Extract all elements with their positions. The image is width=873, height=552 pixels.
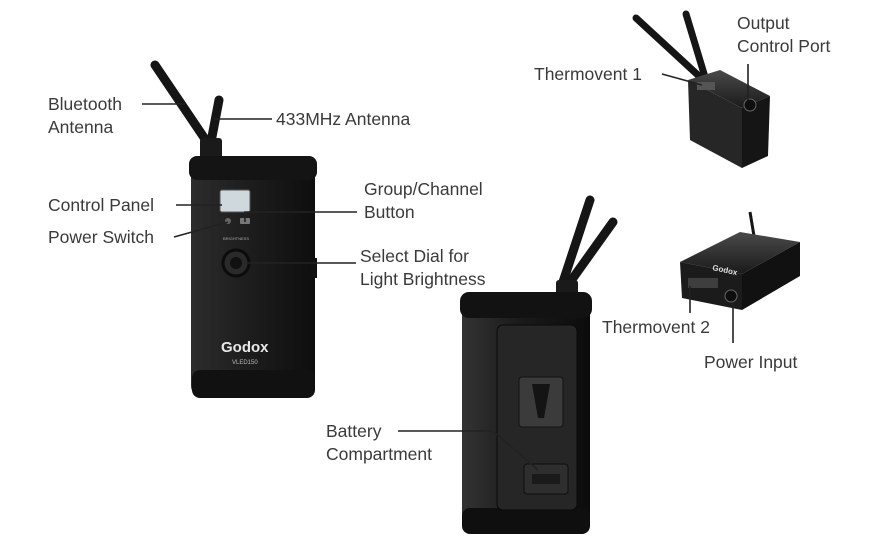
back-unit [460,195,618,534]
power-input-port [724,289,738,303]
antenna-433-rod [206,95,224,147]
rm-unit-side [742,242,800,310]
label-control-panel: Control Panel [48,195,155,215]
output-control-port [743,98,757,112]
thermovent-2 [688,278,718,288]
label-433mhz-antenna: 433MHz Antenna [276,109,411,129]
leader-power-switch [173,221,229,238]
leader-group-channel [244,211,357,222]
front-unit-top-bumper [189,156,317,180]
back-unit-top-bumper [460,292,592,318]
leader-lines [142,64,749,471]
label-battery-compartment: Battery Compartment [326,421,433,464]
label-thermovent-1: Thermovent 1 [534,64,642,84]
thermovent-1 [697,82,715,90]
tr-antenna-left [632,14,704,81]
front-unit-bottom-bumper [192,370,315,398]
back-antenna-left [557,195,595,290]
godox-logo: Godox [221,339,269,356]
panel-text: BRIGHTNESS [223,236,249,241]
rm-antenna [748,211,756,237]
tr-unit-front [742,96,770,168]
select-dial-center [230,257,242,269]
label-output-control-port: Output Control Port [737,13,831,56]
label-thermovent-2: Thermovent 2 [602,317,710,337]
right-middle-unit: Godox [680,211,800,310]
tr-antenna-right [682,10,709,81]
label-power-input: Power Input [704,352,798,372]
side-clip [311,258,317,278]
front-unit: BRIGHTNESS Godox VLED150 [150,60,317,398]
control-panel-screen [219,189,251,213]
leader-battery [398,430,539,471]
label-power-switch: Power Switch [48,227,155,247]
model-text: VLED150 [232,360,258,366]
v-mount-slot [532,384,550,418]
battery-terminal [532,474,560,484]
tr-unit-top [688,70,770,108]
front-unit-body [191,158,315,396]
leader-thermovent-1 [661,73,703,86]
label-select-dial: Select Dial for Light Brightness [360,246,486,289]
back-antenna-right [563,217,618,290]
label-group-channel-button: Group/Channel Button [364,179,483,222]
back-unit-bottom-bumper [462,508,590,534]
label-bluetooth-antenna: Bluetooth Antenna [48,94,122,137]
tr-unit-side [688,80,742,168]
top-right-unit [632,10,770,168]
rm-unit-top [680,232,800,274]
